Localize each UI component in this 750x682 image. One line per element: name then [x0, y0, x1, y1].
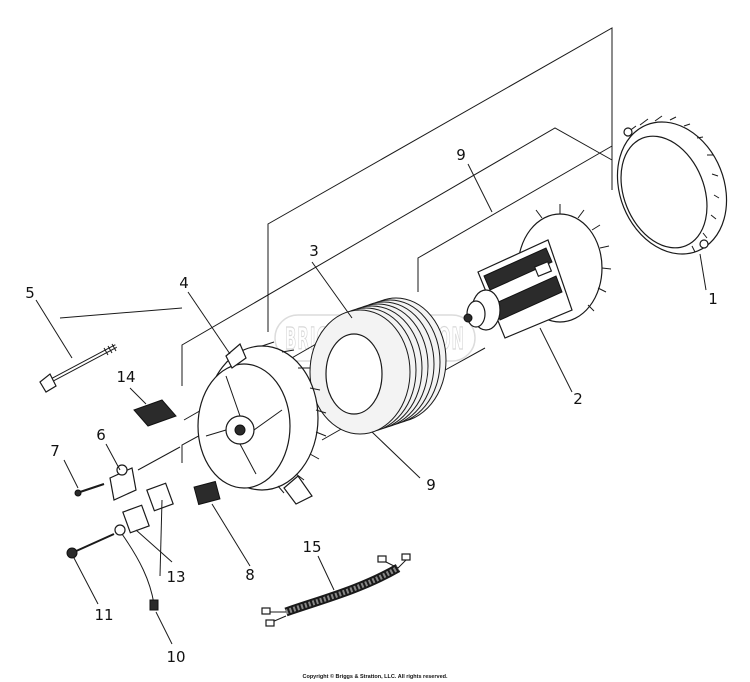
callout-3: 3 — [309, 242, 319, 260]
part-8-rectifier — [193, 480, 221, 506]
callout-9-top: 9 — [456, 146, 466, 164]
callout-5: 5 — [25, 284, 35, 302]
part-13-brush-holders — [122, 482, 174, 534]
callout-10: 10 — [166, 648, 185, 666]
copyright-notice: Copyright © Briggs & Stratton, LLC. All … — [302, 673, 448, 680]
callout-7: 7 — [50, 442, 60, 460]
part-10-ground-wire — [114, 524, 159, 611]
part-6-bracket — [109, 464, 137, 501]
callout-15: 15 — [302, 538, 321, 556]
part-5-through-bolt — [39, 343, 117, 393]
callout-2: 2 — [573, 390, 583, 408]
leader-lines — [35, 163, 707, 645]
part-3-stator — [309, 297, 447, 435]
part-2-rotor — [463, 204, 612, 339]
part-15-wire-harness — [261, 553, 411, 627]
part-1-housing-ring — [616, 115, 728, 255]
part-11-screw — [66, 533, 115, 559]
part-4-rear-housing — [197, 341, 327, 505]
callout-9-bottom: 9 — [426, 476, 436, 494]
callout-13: 13 — [166, 568, 185, 586]
callout-4: 4 — [179, 274, 189, 292]
callout-14: 14 — [116, 368, 135, 386]
callout-6: 6 — [96, 426, 106, 444]
part-7-screw — [74, 483, 105, 497]
callout-8: 8 — [245, 566, 255, 584]
callout-1: 1 — [708, 290, 718, 308]
part-14-cover-plate — [133, 399, 177, 427]
callout-11: 11 — [94, 606, 113, 624]
callouts: 1 2 3 4 5 6 7 8 9 9 10 11 13 14 15 — [25, 146, 718, 666]
